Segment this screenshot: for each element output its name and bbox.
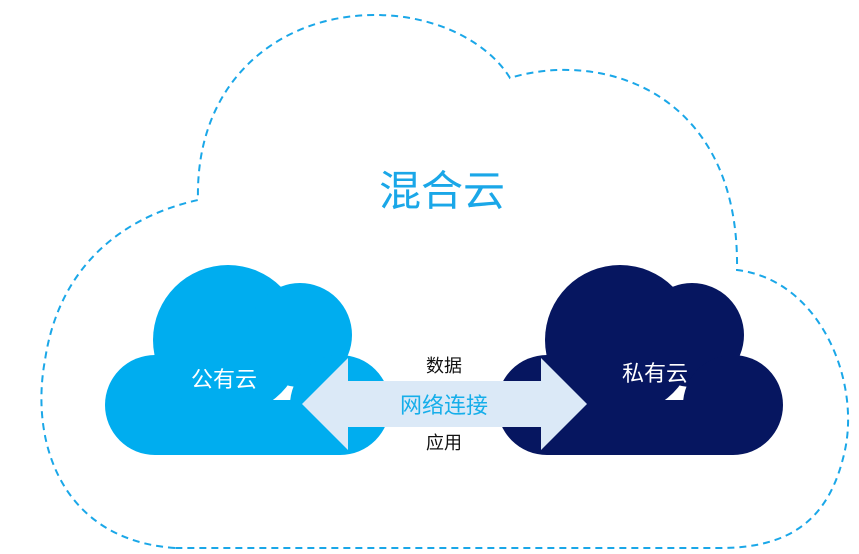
data-label: 数据 (426, 356, 462, 377)
double-arrow (302, 358, 587, 450)
private-cloud-label: 私有云 (621, 362, 689, 387)
hybrid-cloud-outline (40, 13, 850, 549)
public-cloud-label: 公有云 (190, 368, 258, 393)
network-connection-label: 网络连接 (399, 394, 489, 419)
application-label: 应用 (426, 433, 462, 454)
diagram-title: 混合云 (378, 166, 506, 216)
